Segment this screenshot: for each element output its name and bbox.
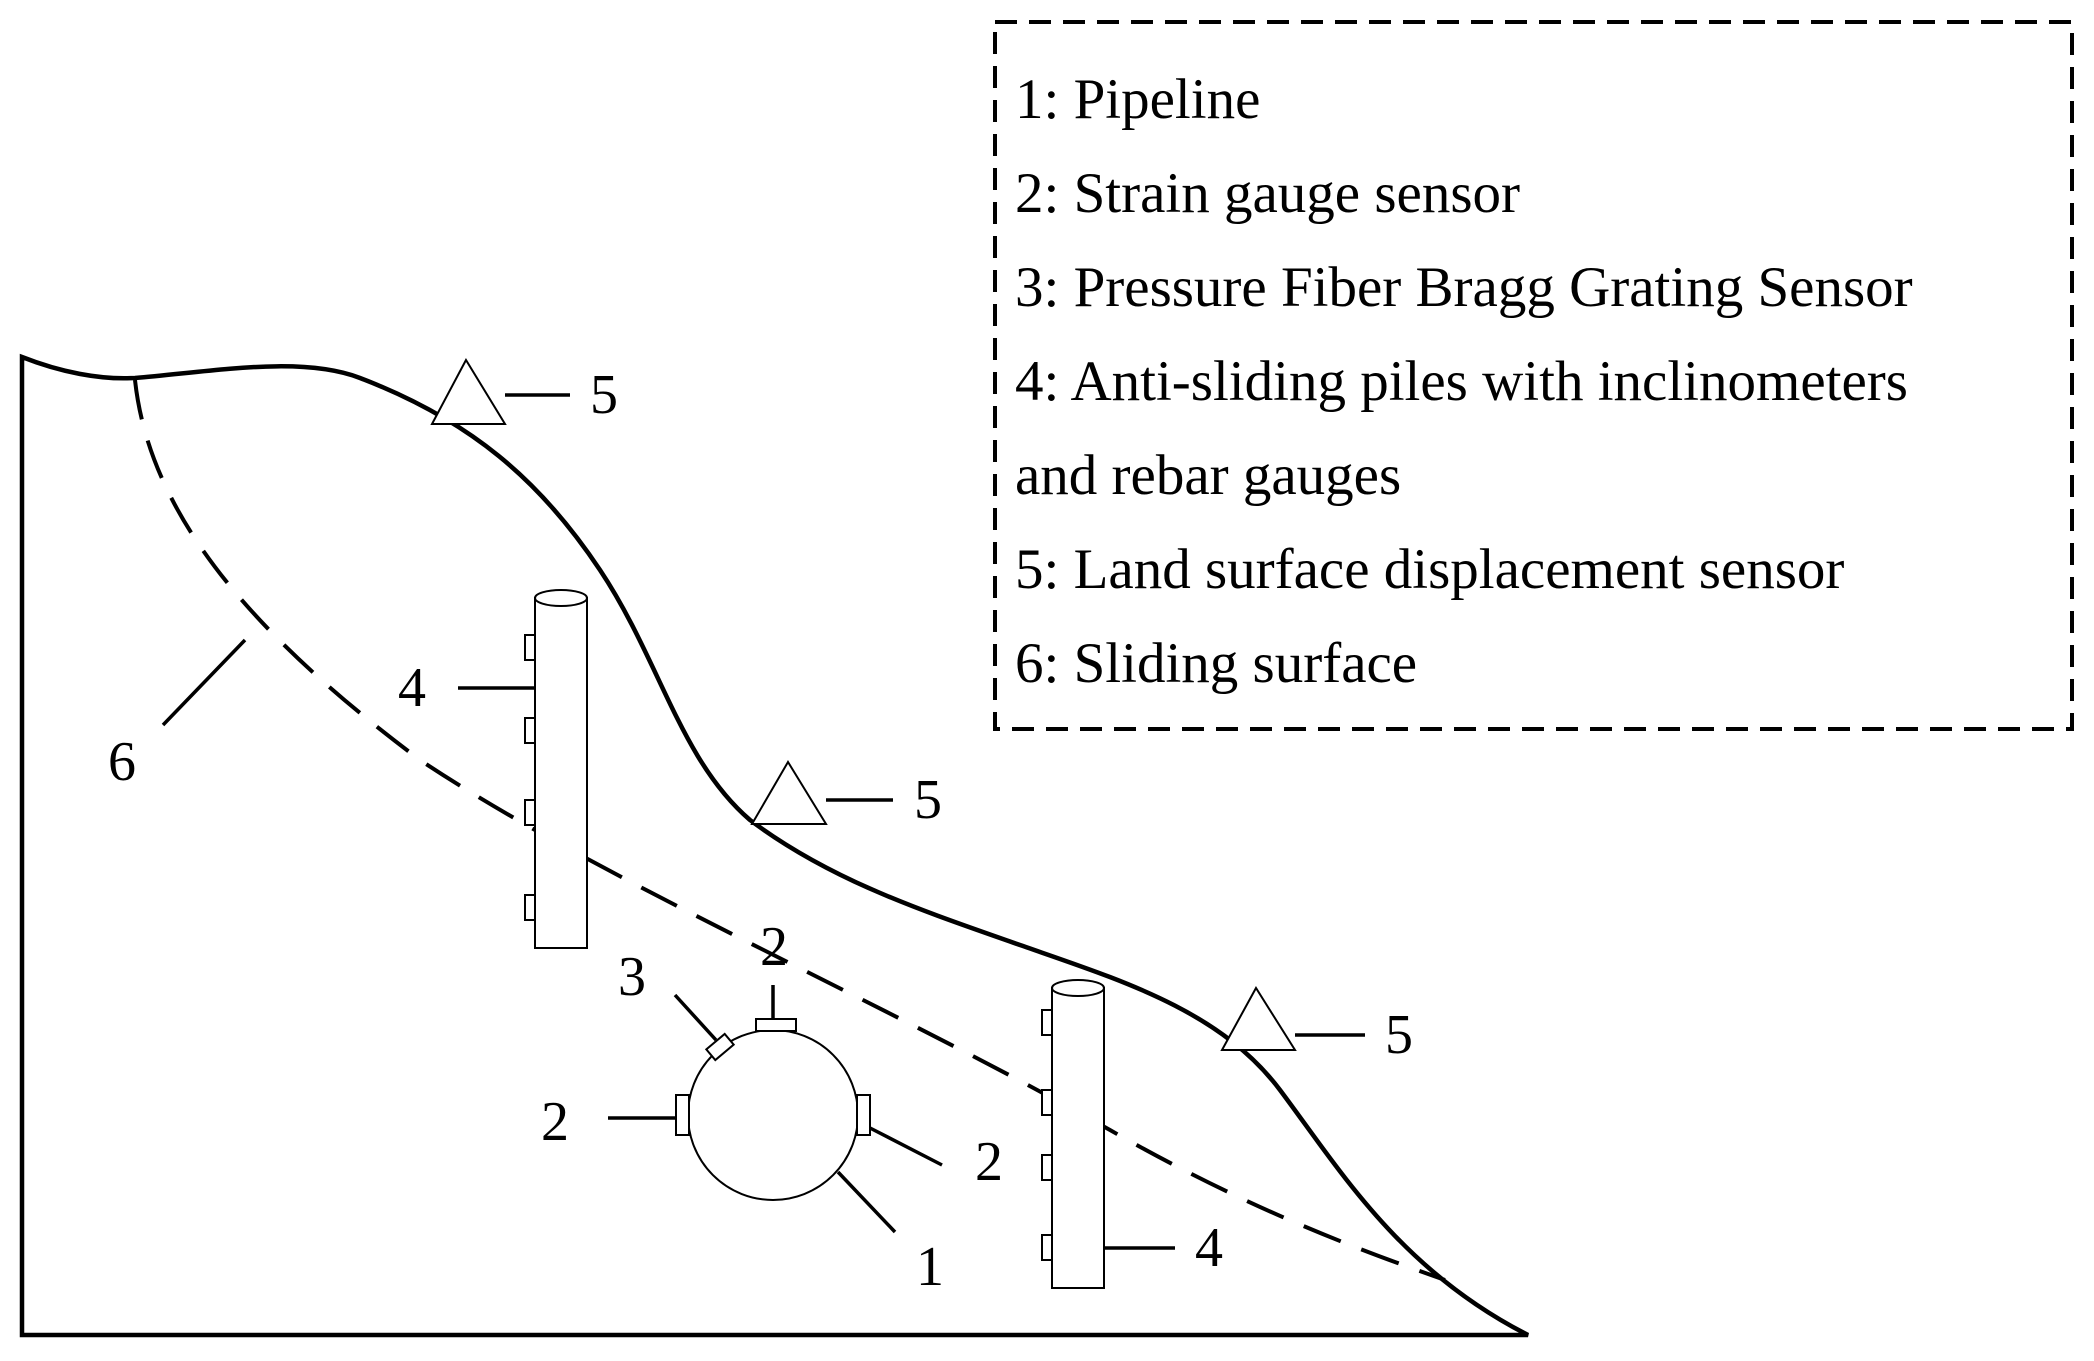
legend-item-5: 5: Land surface displacement sensor xyxy=(1015,538,1844,601)
displacement-sensor-mid xyxy=(750,760,828,825)
legend-item-4: 4: Anti-sliding piles with inclinometers xyxy=(1015,350,1908,413)
legend-item-2: 2: Strain gauge sensor xyxy=(1015,162,1520,225)
fbg-sensor xyxy=(704,1032,736,1062)
legend-item-6: 6: Sliding surface xyxy=(1015,632,1417,695)
strain-gauge-top xyxy=(755,1018,797,1032)
strain-gauge-right xyxy=(856,1094,871,1136)
callout-1: 1 xyxy=(916,1236,944,1298)
callout-2-right: 2 xyxy=(975,1131,1003,1193)
leader-lines xyxy=(161,393,1365,1250)
slope-profile xyxy=(19,353,1530,1338)
callout-5-low: 5 xyxy=(1385,1004,1413,1066)
callout-6: 6 xyxy=(108,731,136,793)
sliding-surface xyxy=(133,379,1446,1282)
anti-sliding-pile-upper xyxy=(524,589,588,949)
legend-item-4-cont: and rebar gauges xyxy=(1015,444,1401,507)
anti-sliding-pile-lower xyxy=(1041,979,1105,1289)
displacement-sensor-low xyxy=(1220,986,1297,1051)
callout-3: 3 xyxy=(618,946,646,1008)
legend-item-1: 1: Pipeline xyxy=(1015,68,1260,131)
callout-5-mid: 5 xyxy=(914,769,942,831)
legend-item-3: 3: Pressure Fiber Bragg Grating Sensor xyxy=(1015,256,1913,319)
callout-2-top: 2 xyxy=(760,916,788,978)
displacement-sensor-top xyxy=(430,357,507,425)
pipeline xyxy=(675,1018,871,1201)
callout-4-upper: 4 xyxy=(398,657,426,719)
legend-box xyxy=(993,20,2074,731)
callout-2-left: 2 xyxy=(541,1091,569,1153)
callout-5-top: 5 xyxy=(590,364,618,426)
callout-4-lower: 4 xyxy=(1195,1217,1223,1279)
strain-gauge-left xyxy=(675,1094,690,1136)
